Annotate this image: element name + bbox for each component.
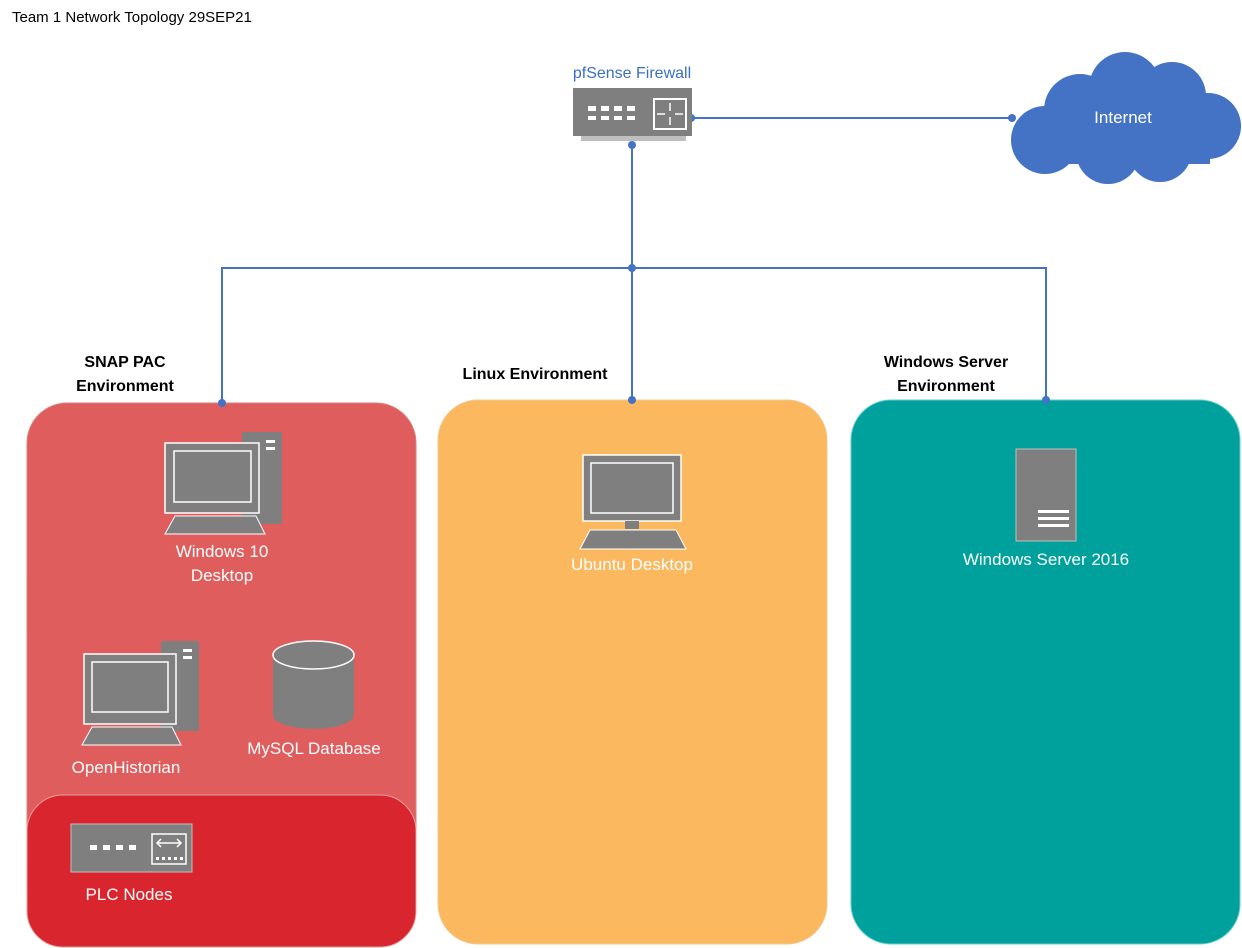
windows-10-label-line1: Windows 10 [175,542,269,561]
windows-env-line2: Environment [897,378,995,395]
snap-pac-env-line2: Environment [76,378,174,395]
ubuntu-desktop-icon [579,454,687,550]
ubuntu-desktop-label: Ubuntu Desktop [571,555,693,574]
cloud-icon [1011,52,1241,184]
mysql-database-label: MySQL Database [247,739,381,758]
openhistorian-label: OpenHistorian [71,758,181,777]
openhistorian-desktop-icon [81,641,199,746]
snap-pac-env-label: SNAP PAC Environment [50,351,200,399]
plc-switch-icon [70,823,193,873]
database-icon [272,640,355,729]
windows-env-label: Windows Server Environment [856,351,1036,399]
linux-env-label: Linux Environment [462,366,608,383]
windows-server-label: Windows Server 2016 [962,550,1130,569]
windows-10-desktop-label: Windows 10 Desktop [140,540,304,588]
plc-nodes-label: PLC Nodes [85,885,173,904]
windows-10-label-line2: Desktop [190,566,254,585]
server-icon [1015,448,1077,542]
windows-env-line1: Windows Server [883,354,1009,371]
link-endpoints [218,114,1050,407]
firewall-icon [573,88,692,141]
windows-10-desktop-icon [164,432,282,535]
firewall-label: pfSense Firewall [572,65,692,82]
diagram-title: Team 1 Network Topology 29SEP21 [12,9,252,26]
snap-pac-env-line1: SNAP PAC [84,354,166,371]
internet-label: Internet [1094,108,1152,127]
